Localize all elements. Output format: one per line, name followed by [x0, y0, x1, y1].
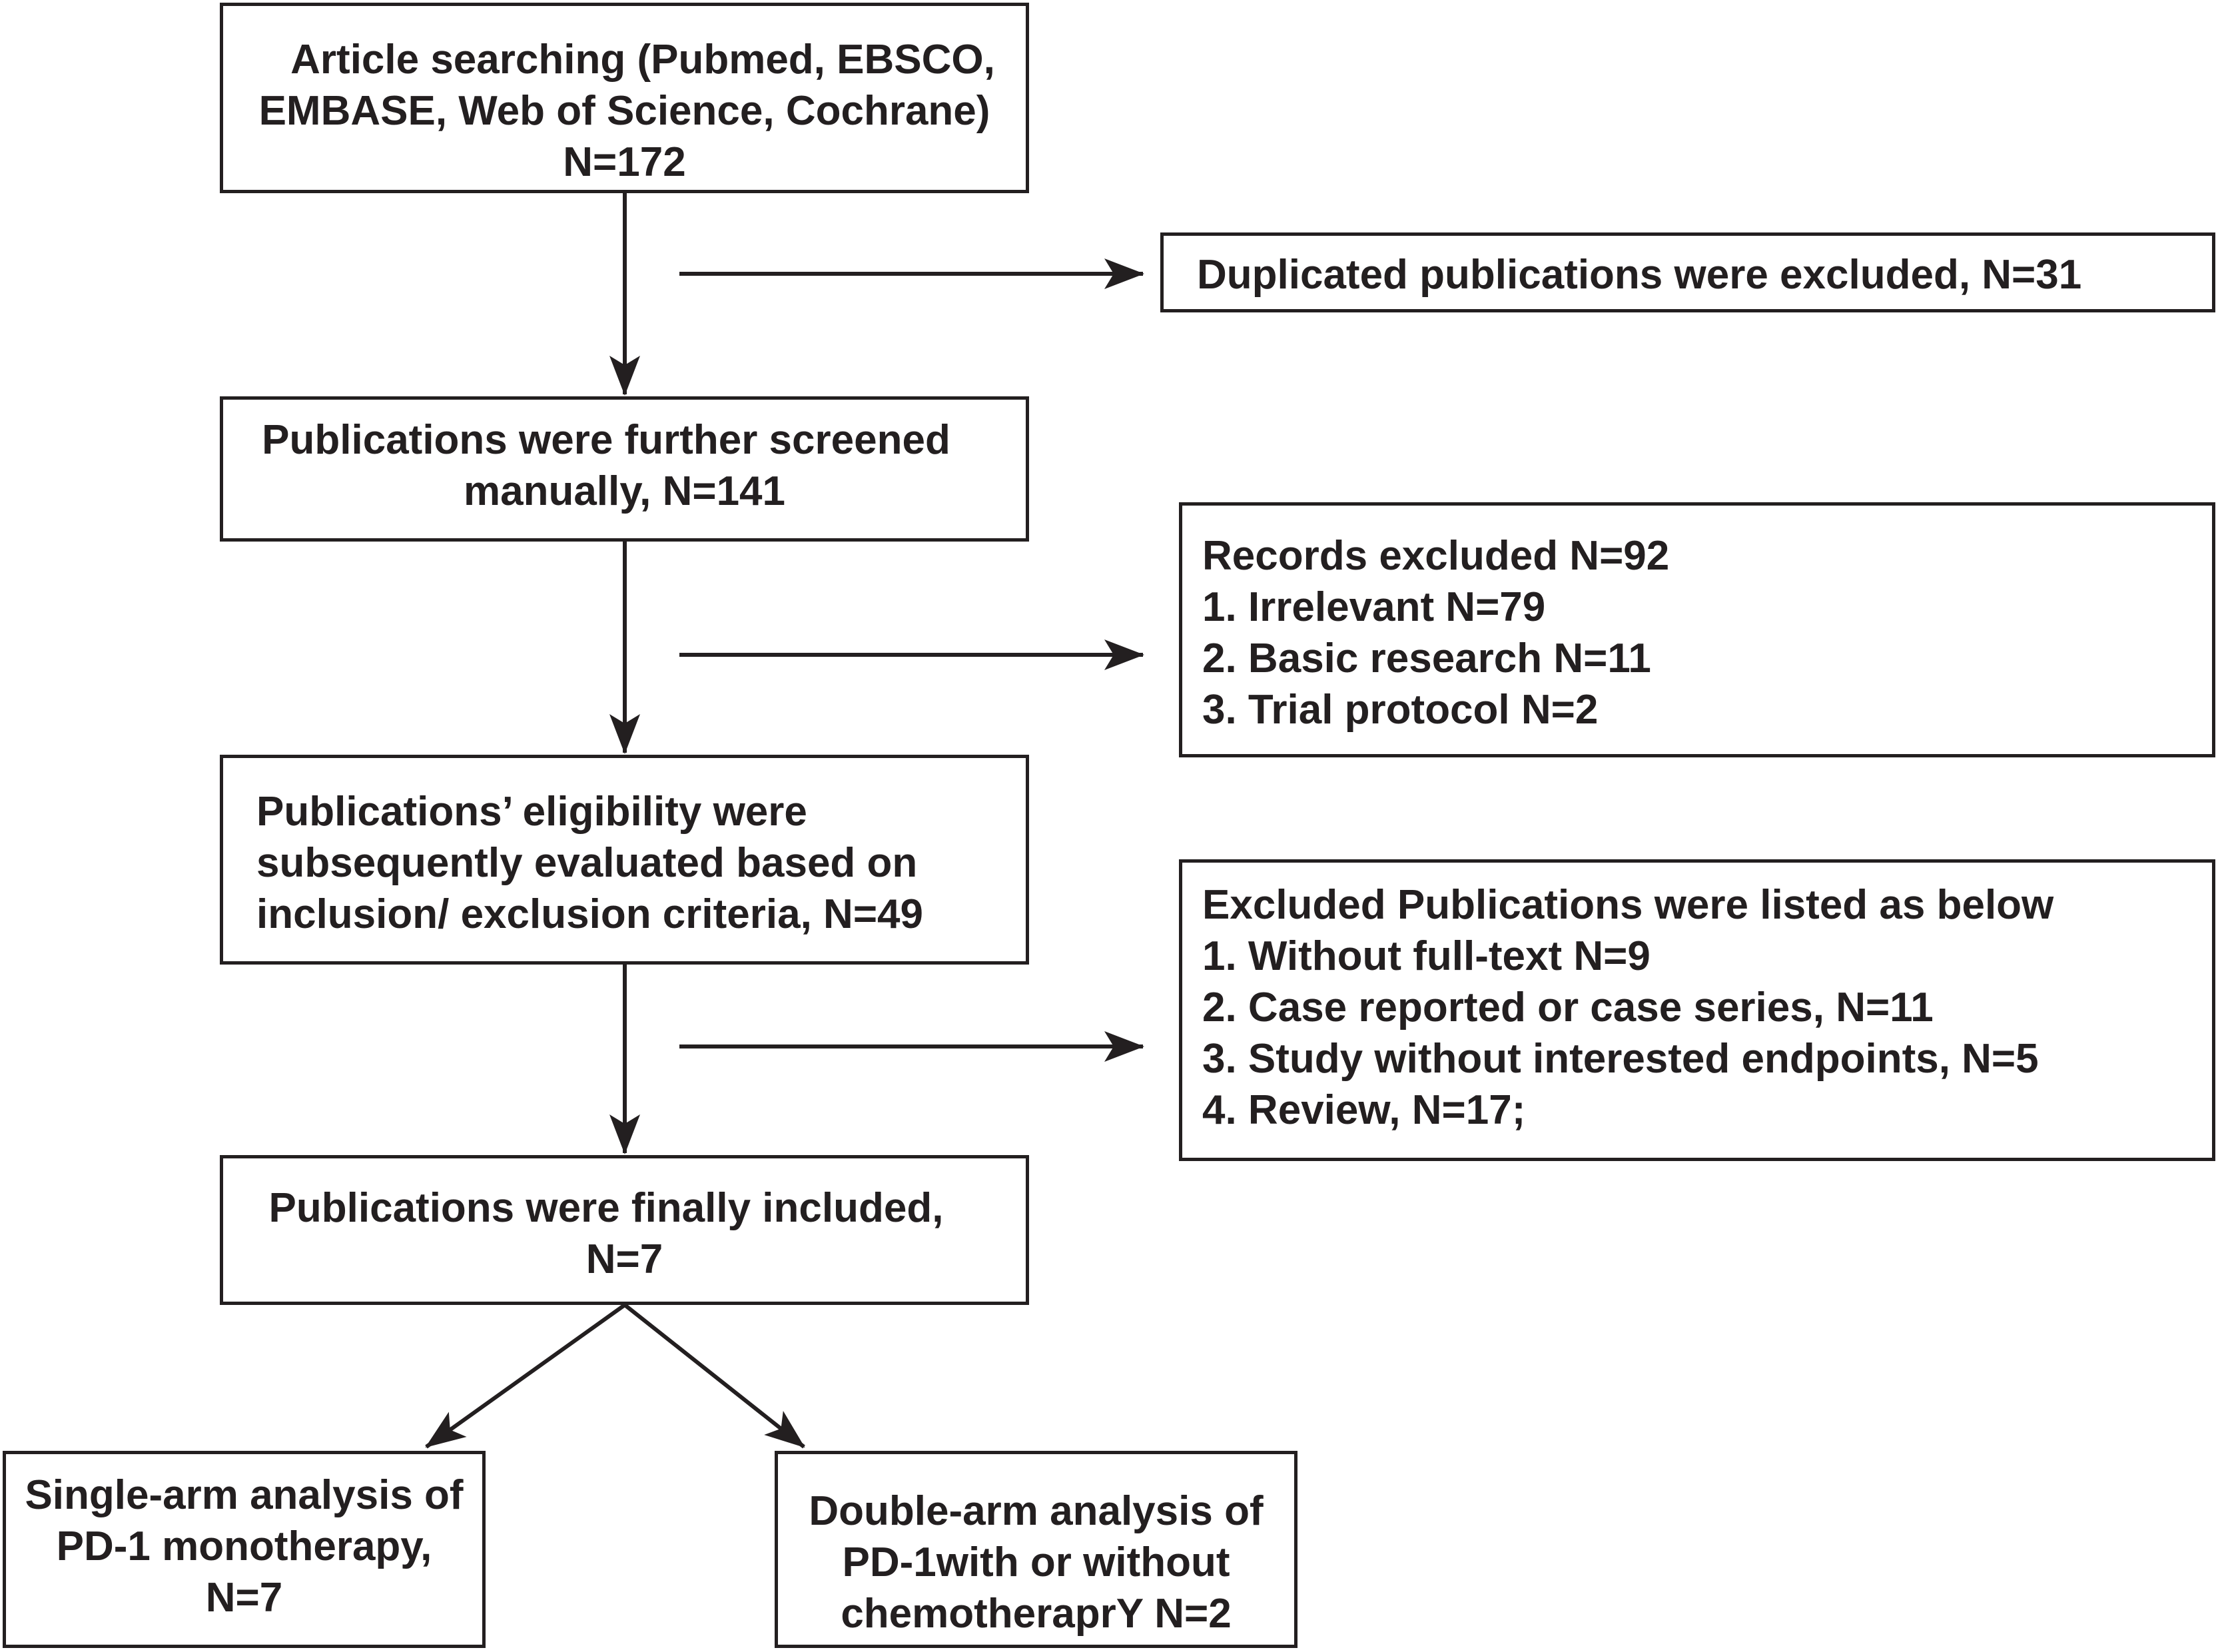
- box-line: 3. Study without interested endpoints, N…: [1202, 1036, 2039, 1082]
- box-line: subsequently evaluated based on: [256, 840, 918, 886]
- records-excluded-box: Records excluded N=92 1. Irrelevant N=79…: [1179, 502, 2215, 757]
- box-line: 4. Review, N=17;: [1202, 1087, 1526, 1133]
- single-arm-analysis-box: Single-arm analysis of PD-1 monotherapy,…: [3, 1451, 486, 1648]
- box-line: Double-arm analysis of: [809, 1488, 1264, 1534]
- box-line: Publications’ eligibility were: [256, 789, 807, 835]
- arrow-to-double-arm: [623, 1303, 805, 1449]
- box-line: 2. Case reported or case series, N=11: [1202, 985, 1934, 1031]
- box-line: N=7: [205, 1575, 283, 1621]
- box-line: Publications were further screened: [262, 417, 950, 463]
- box-line: PD-1 monotherapy,: [56, 1523, 432, 1569]
- box-line: 1. Irrelevant N=79: [1202, 584, 1546, 630]
- box-line: Records excluded N=92: [1202, 533, 1670, 579]
- box-line: 1. Without full-text N=9: [1202, 933, 1651, 979]
- box-line: Duplicated publications were excluded, N…: [1197, 252, 2082, 298]
- box-line: inclusion/ exclusion criteria, N=49: [256, 891, 923, 937]
- box-line: N=172: [563, 139, 686, 185]
- box-line: PD-1with or without: [842, 1539, 1230, 1585]
- box-line: chemotheraprY N=2: [841, 1591, 1232, 1637]
- arrow-to-single-arm: [425, 1303, 626, 1449]
- finally-included-box: Publications were finally included, N=7: [220, 1155, 1029, 1305]
- box-line: 2. Basic research N=11: [1202, 635, 1651, 681]
- article-search-box: Article searching (Pubmed, EBSCO, EMBASE…: [220, 3, 1029, 193]
- box-line: Single-arm analysis of: [25, 1472, 464, 1518]
- box-line: manually, N=141: [463, 468, 786, 514]
- double-arm-analysis-box: Double-arm analysis of PD-1with or witho…: [775, 1451, 1297, 1648]
- duplicates-excluded-box: Duplicated publications were excluded, N…: [1160, 232, 2215, 312]
- box-line: EMBASE, Web of Science, Cochrane): [258, 88, 990, 134]
- excluded-publications-box: Excluded Publications were listed as bel…: [1179, 859, 2215, 1161]
- further-screened-box: Publications were further screened manua…: [220, 396, 1029, 542]
- box-line: N=7: [585, 1236, 663, 1282]
- box-line: Article searching (Pubmed, EBSCO,: [290, 37, 995, 83]
- eligibility-evaluated-box: Publications’ eligibility were subsequen…: [220, 755, 1029, 965]
- box-line: Publications were finally included,: [268, 1185, 944, 1231]
- box-line: Excluded Publications were listed as bel…: [1202, 882, 2054, 928]
- box-line: 3. Trial protocol N=2: [1202, 687, 1599, 733]
